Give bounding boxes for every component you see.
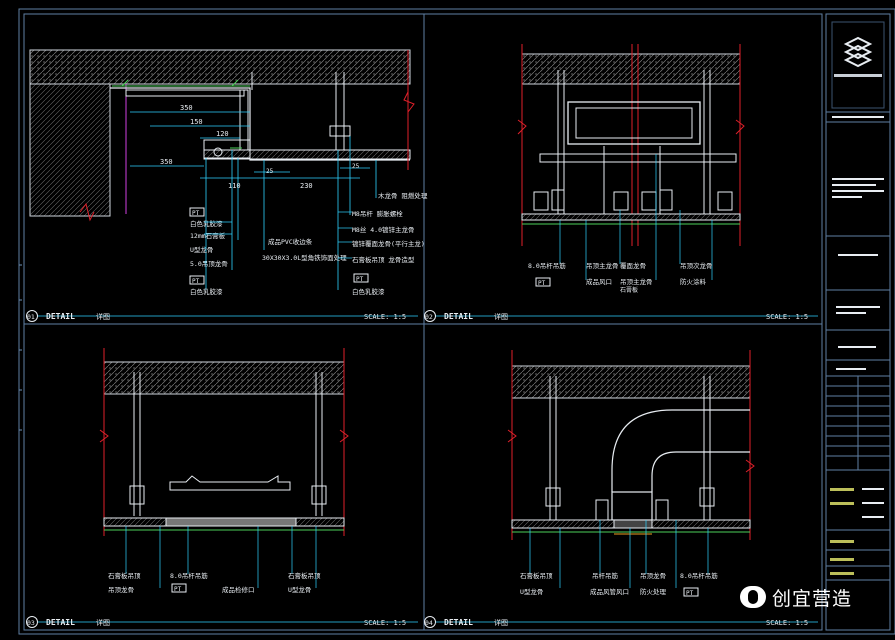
p2-label-8: 防火涂料 (680, 277, 707, 286)
p1-label-b1: 成品PVC收边条 (268, 237, 313, 246)
sheet-outer-border (18, 8, 895, 635)
p2-label-4: 覆面龙骨 (620, 261, 646, 270)
p1-dim-25a: 25 (266, 168, 274, 175)
panel-1-detail: 350 150 120 350 110 230 25 25 PT 白色乳胶漆 1… (29, 49, 428, 296)
p1-label-a1: 白色乳胶漆 (190, 219, 223, 228)
p1-label-c1: M8吊杆 膨胀螺栓 (352, 209, 403, 218)
panel-4-scale: SCALE: 1:5 (766, 619, 808, 627)
panel-2-title-bar: 02 DETAIL 详图 SCALE: 1:5 (424, 310, 818, 322)
wechat-icon (740, 586, 766, 608)
p4-concrete-slab (511, 365, 751, 399)
p1-pt-tag-right: PT (356, 276, 364, 283)
p4-label-4: 成品风管风口 (590, 587, 629, 596)
p1-pt-tag-bottom: PT (192, 278, 200, 285)
p1-dim-25b: 25 (352, 163, 360, 170)
p1-dim-230: 230 (300, 182, 313, 190)
p3-label-4: 成品检修口 (222, 585, 255, 594)
panel-2-number: 02 (425, 313, 433, 321)
p3-label-1: 石膏板吊顶 (108, 571, 141, 580)
panel-2-detail: 8.0吊杆吊筋 PT 吊顶主龙骨 成品风口 覆面龙骨 吊顶主龙骨 石膏板 吊顶次… (517, 44, 745, 294)
p3-label-2: 吊顶龙骨 (108, 585, 134, 594)
p2-label-7: 吊顶次龙骨 (680, 261, 713, 270)
panel-1-title: 详图 (96, 312, 110, 321)
p1-dim-350-top: 350 (180, 104, 193, 112)
p3-vent-arrows (169, 475, 291, 491)
p2-label-6: 石膏板 (620, 286, 638, 294)
panel-3-title-bar: 03 DETAIL 详图 SCALE: 1:5 (26, 616, 418, 628)
panel-1-title-bar: 01 DETAIL 详图 SCALE: 1:5 (26, 310, 418, 322)
p2-label-5: 吊顶主龙骨 (620, 277, 653, 286)
p4-curved-duct (611, 409, 750, 521)
p4-label-1: 石膏板吊顶 (520, 571, 553, 580)
p3-label-3: 8.0吊杆吊筋 (170, 571, 208, 580)
p2-pt-tag: PT (538, 280, 546, 287)
p1-dim-120: 120 (216, 130, 229, 138)
p2-label-2: 吊顶主龙骨 (586, 261, 619, 270)
watermark-text: 创宜营造 (772, 587, 853, 610)
p2-concrete-slab (521, 53, 741, 85)
panel-1-detail-label: DETAIL (46, 312, 75, 321)
panel-4-number: 04 (425, 619, 433, 627)
margin-ticks (19, 264, 22, 431)
title-block (825, 13, 891, 631)
panel-3-number: 03 (27, 619, 35, 627)
panel-4-title-bar: 04 DETAIL 详图 SCALE: 1:5 (424, 616, 818, 628)
p1-concrete-slab (29, 49, 411, 85)
company-logo (831, 21, 885, 109)
p1-dim-350-side: 350 (160, 158, 173, 166)
p1-label-d-right: 木龙骨 阻燃处理 (378, 191, 428, 200)
panel-2-scale: SCALE: 1:5 (766, 313, 808, 321)
panel-3-title: 详图 (96, 618, 110, 627)
p4-label-2: U型龙骨 (520, 587, 543, 596)
p1-pt-tag-top: PT (192, 210, 200, 217)
panel-3-detail: 石膏板吊顶 吊顶龙骨 8.0吊杆吊筋 PT 成品检修口 石膏板吊顶 U型龙骨 (99, 348, 349, 594)
p1-dim-150: 150 (190, 118, 203, 126)
panel-2-title: 详图 (494, 312, 508, 321)
p1-label-a4: 5.0吊顶龙骨 (190, 259, 228, 268)
panel-2-detail-label: DETAIL (444, 312, 473, 321)
p1-label-c4: 石膏板吊顶 龙骨造型 (352, 255, 415, 264)
p2-label-3: 成品风口 (586, 277, 612, 286)
p1-dim-110: 110 (228, 182, 241, 190)
p1-label-a2: 12mm石膏板 (190, 231, 226, 240)
p2-duct (567, 101, 701, 145)
p1-label-c5: 白色乳胶漆 (352, 287, 385, 296)
p3-concrete-slab (103, 361, 345, 395)
panel-3-detail-label: DETAIL (46, 618, 75, 627)
p1-wall (29, 83, 111, 217)
p4-label-6: 防火处理 (640, 587, 667, 596)
p4-label-3: 吊杆吊筋 (592, 571, 619, 580)
p3-label-6: U型龙骨 (288, 585, 311, 594)
p3-label-5: 石膏板吊顶 (288, 571, 321, 580)
p2-label-1: 8.0吊杆吊筋 (528, 261, 566, 270)
p1-label-c2: M8丝 4.0镀锌主龙骨 (352, 225, 414, 234)
sheet-inner-border (23, 13, 823, 631)
p1-label-a5: 白色乳胶漆 (190, 287, 223, 296)
p1-label-b2: 30X30X3.0L型角铁饰面处理 (262, 253, 347, 262)
panel-4-detail: 石膏板吊顶 U型龙骨 吊杆吊筋 成品风管风口 吊顶龙骨 防火处理 8.0吊杆吊筋… (507, 350, 755, 597)
panel-1-scale: SCALE: 1:5 (364, 313, 406, 321)
p3-pt-tag: PT (174, 586, 182, 593)
panel-1-number: 01 (27, 313, 35, 321)
panel-4-title: 详图 (494, 618, 508, 627)
panel-4-detail-label: DETAIL (444, 618, 473, 627)
panel-3-scale: SCALE: 1:5 (364, 619, 406, 627)
p4-label-7: 8.0吊杆吊筋 (680, 571, 718, 580)
watermark: 创宜营造 (740, 582, 890, 612)
p1-label-c3: 镀锌覆面龙骨(平行主龙) (352, 239, 425, 248)
p1-label-a3: U型龙骨 (190, 245, 213, 254)
p4-label-5: 吊顶龙骨 (640, 571, 666, 580)
p4-pt-tag: PT (686, 590, 694, 597)
